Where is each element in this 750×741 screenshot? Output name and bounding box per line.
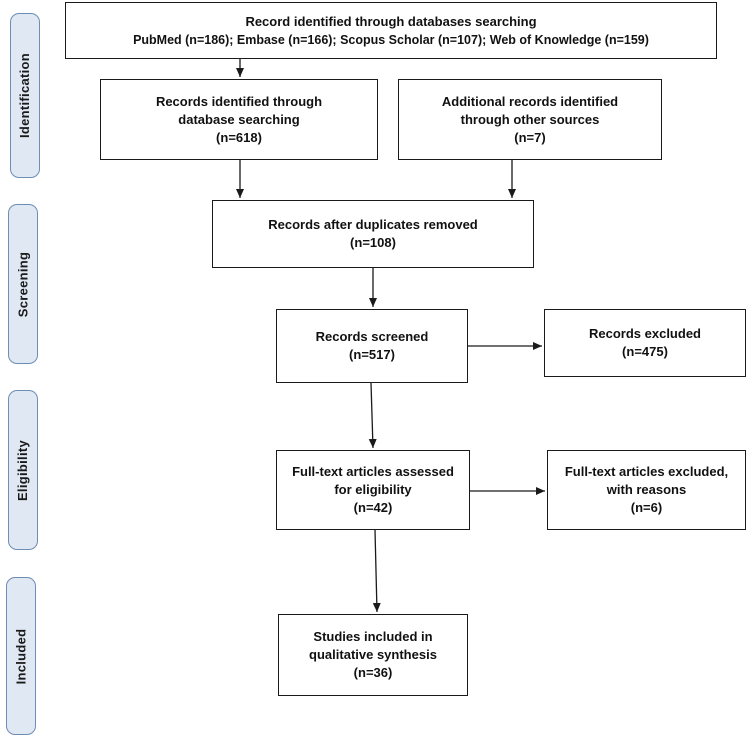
arrow-screened-to-fulltext: [368, 382, 377, 449]
stage-label-included-text: Included: [13, 628, 29, 684]
other-records-line1: Additional records identified: [441, 93, 619, 109]
stage-label-screening-text: Screening: [15, 251, 31, 317]
studies-included-line2: qualitative synthesis: [309, 647, 437, 662]
databases-search-title: Record identified through databases sear…: [245, 13, 537, 29]
stage-label-identification: Identification: [10, 13, 40, 178]
studies-included-box: Studies included in qualitative synthesi…: [278, 614, 468, 696]
studies-included-line1: Studies included in: [313, 629, 433, 644]
excluded-line1: Records excluded: [589, 326, 701, 341]
db-records-count: (n=618): [216, 129, 262, 145]
dedup-box: Records after duplicates removed (n=108): [212, 200, 534, 268]
databases-search-sources: PubMed (n=186); Embase (n=166); Scopus S…: [133, 32, 649, 47]
databases-search-box: Record identified through databases sear…: [65, 2, 717, 59]
fulltext-assessed-line1: Full-text articles assessed: [292, 464, 454, 479]
fulltext-excluded-count: (n=6): [630, 500, 663, 515]
excluded-box: Records excluded (n=475): [544, 309, 746, 377]
arrow-fulltext-to-included: [372, 529, 381, 613]
fulltext-excluded-line1: Full-text articles excluded,: [564, 464, 729, 479]
other-records-count: (n=7): [514, 129, 546, 145]
screened-box: Records screened (n=517): [276, 309, 468, 383]
screened-line1: Records screened: [315, 329, 429, 344]
fulltext-assessed-count: (n=42): [353, 500, 393, 515]
db-records-box: Records identified through database sear…: [100, 79, 378, 160]
excluded-count: (n=475): [622, 344, 668, 359]
studies-included-count: (n=36): [353, 665, 393, 680]
dedup-count: (n=108): [350, 235, 396, 250]
stage-label-identification-text: Identification: [17, 52, 33, 139]
other-records-box: Additional records identified through ot…: [398, 79, 662, 160]
fulltext-assessed-line2: for eligibility: [334, 482, 412, 497]
db-records-line2: database searching: [178, 111, 300, 127]
dedup-line1: Records after duplicates removed: [268, 217, 478, 232]
fulltext-excluded-box: Full-text articles excluded, with reason…: [547, 450, 746, 530]
stage-label-eligibility: Eligibility: [8, 390, 38, 550]
db-records-line1: Records identified through: [155, 93, 323, 109]
other-records-line2: through other sources: [460, 111, 600, 127]
fulltext-excluded-line2: with reasons: [606, 482, 687, 497]
fulltext-assessed-box: Full-text articles assessed for eligibil…: [276, 450, 470, 530]
screened-count: (n=517): [349, 347, 395, 362]
stage-label-included: Included: [6, 577, 36, 735]
stage-label-screening: Screening: [8, 204, 38, 364]
stage-label-eligibility-text: Eligibility: [15, 439, 31, 501]
